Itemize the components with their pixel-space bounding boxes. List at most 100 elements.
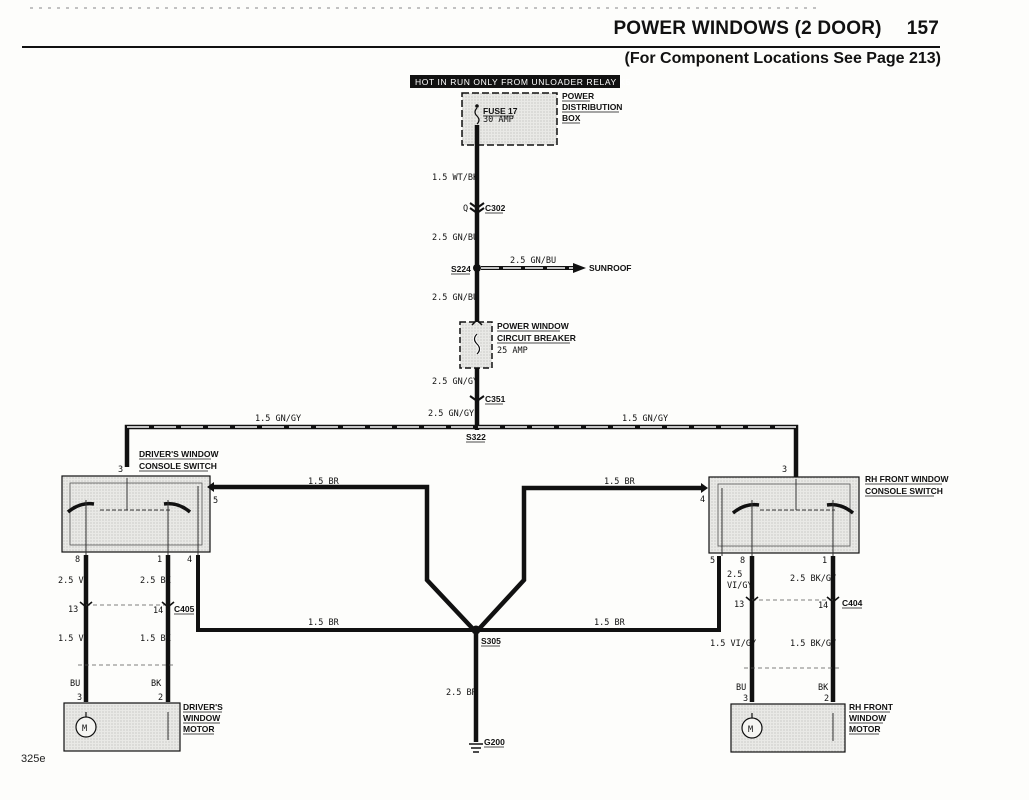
- wire-label-w17: 1.5 BK: [140, 634, 172, 644]
- page-number: 157: [906, 18, 939, 39]
- wire-label-w4: 2.5 GN/BU: [432, 293, 478, 303]
- wire-label-w6: 2.5 GN/GY: [428, 409, 474, 419]
- header-rule: [22, 46, 940, 48]
- pin-bu-right: BU: [736, 683, 746, 693]
- connector-c351-icon: [469, 395, 485, 403]
- c302-pin: Q: [463, 204, 468, 214]
- power-box-label-1: POWER: [562, 91, 594, 101]
- feed-bus-wire: [124, 424, 799, 478]
- rh-motor-label-2: WINDOW: [849, 713, 887, 723]
- s305-label: S305: [481, 636, 501, 646]
- wire-label-w22: 1.5 BK/GY: [790, 639, 836, 649]
- driver-window-console-switch: [61, 475, 211, 553]
- pin-5-left: 5: [213, 496, 218, 506]
- pin-3-right: 3: [782, 465, 787, 475]
- title-text: POWER WINDOWS (2 DOOR): [613, 18, 882, 39]
- driver-switch-lever-right-icon: [163, 501, 192, 514]
- splice-s224: [473, 264, 481, 272]
- wire-label-w12: 1.5 BR: [594, 618, 626, 628]
- power-box-label-2: DISTRIBUTION: [562, 102, 622, 112]
- wire-label-w15: 2.5 BK: [140, 576, 172, 586]
- connector-c302-icon: [469, 202, 485, 215]
- rh-motor-label-1: RH FRONT: [849, 702, 894, 712]
- c405-label: C405: [174, 604, 195, 614]
- page-title: POWER WINDOWS (2 DOOR) 157: [613, 18, 939, 40]
- wire-label-w21: 1.5 VI/GY: [710, 639, 756, 649]
- power-box-label-3: BOX: [562, 113, 581, 123]
- sunroof-label: SUNROOF: [589, 263, 632, 273]
- wire-label-w11: 1.5 BR: [308, 618, 340, 628]
- motor-pin-3-left: 3: [77, 693, 82, 703]
- pin-bk-left: BK: [151, 679, 162, 689]
- rh-br-lower-wire: [478, 556, 721, 632]
- wire-label-w7: 1.5 GN/GY: [255, 414, 301, 424]
- driver-br-upper-wire: [214, 484, 476, 632]
- pin-1-left: 1: [157, 555, 162, 565]
- motor-pin-3-right: 3: [743, 694, 748, 704]
- pin-1-right: 1: [822, 556, 827, 566]
- rh-br-upper-wire: [476, 485, 701, 632]
- pin-bk-right: BK: [818, 683, 829, 693]
- c404-label: C404: [842, 598, 863, 608]
- wire-label-w16: 1.5 VI: [58, 634, 89, 644]
- rh-front-window-console-switch: [708, 476, 860, 554]
- rh-switch-lever-left-icon: [731, 502, 760, 515]
- splice-s305: [471, 625, 481, 635]
- pin-4-left: 4: [187, 555, 192, 565]
- page-footer-code: 325e: [21, 753, 46, 765]
- driver-switch-lever-left-icon: [66, 501, 95, 514]
- fuse-rating: 30 AMP: [483, 115, 514, 125]
- banner-text: HOT IN RUN ONLY FROM UNLOADER RELAY K5: [415, 77, 631, 87]
- wire-label-w10: 1.5 BR: [604, 477, 636, 487]
- driver-motor-label-2: WINDOW: [183, 713, 221, 723]
- wire-label-w19: VI/GY: [727, 581, 753, 591]
- driver-br-lower-wire: [196, 555, 474, 632]
- wire-label-w2: 2.5 GN/BU: [432, 233, 478, 243]
- driver-motor-label-1: DRIVER'S: [183, 702, 223, 712]
- pin-14-left: 14: [153, 606, 163, 616]
- s224-label: S224: [451, 264, 471, 274]
- sunroof-arrow-icon: [573, 263, 586, 273]
- driver-motor-symbol: M: [82, 724, 87, 734]
- pin-8-left: 8: [75, 555, 80, 565]
- breaker-label-1: POWER WINDOW: [497, 321, 570, 331]
- wire-label-w5: 2.5 GN/GY: [432, 377, 478, 387]
- c351-label: C351: [485, 394, 506, 404]
- wire-label-w18: 2.5: [727, 570, 742, 580]
- page-subtitle: (For Component Locations See Page 213): [624, 50, 942, 67]
- breaker-label-3: 25 AMP: [497, 346, 528, 356]
- motor-pin-2-right: 2: [824, 694, 829, 704]
- motor-pin-2-left: 2: [158, 693, 163, 703]
- fuse-icon: [474, 107, 480, 125]
- wire-label-w20: 2.5 BK/GY: [790, 574, 836, 584]
- wire-label-w8: 1.5 GN/GY: [622, 414, 668, 424]
- wire-label-w9: 1.5 BR: [308, 477, 340, 487]
- pin-8-right: 8: [740, 556, 745, 566]
- rh-switch-label-1: RH FRONT WINDOW: [865, 474, 950, 484]
- breaker-label-2: CIRCUIT BREAKER: [497, 333, 576, 343]
- driver-switch-label-1: DRIVER'S WINDOW: [139, 449, 219, 459]
- hot-banner: [410, 75, 620, 88]
- fuse-name: FUSE 17: [483, 106, 518, 116]
- pin-3-left: 3: [118, 465, 123, 475]
- s322-label: S322: [466, 432, 486, 442]
- pin-5-right: 5: [710, 556, 715, 566]
- connector-c404-icon: [826, 596, 840, 604]
- driver-switch-label-2: CONSOLE SWITCH: [139, 461, 217, 471]
- pin-14-right: 14: [818, 601, 828, 611]
- wire-label-w13: 2.5 BR: [446, 688, 478, 698]
- wire-label-w1: 1.5 WT/BK: [432, 173, 479, 183]
- pin-13-left: 13: [68, 605, 78, 615]
- g200-label: G200: [484, 737, 505, 747]
- rh-motor-label-3: MOTOR: [849, 724, 880, 734]
- driver-motor-label-3: MOTOR: [183, 724, 214, 734]
- pin-13-right: 13: [734, 600, 744, 610]
- connector-c405-icon: [161, 601, 175, 609]
- wire-label-w3: 2.5 GN/BU: [510, 256, 556, 266]
- pin-bu-left: BU: [70, 679, 80, 689]
- rh-switch-lever-right-icon: [826, 502, 855, 515]
- rh-motor-symbol: M: [748, 725, 753, 735]
- c302-label: C302: [485, 203, 506, 213]
- wire-label-w14: 2.5 VI: [58, 576, 89, 586]
